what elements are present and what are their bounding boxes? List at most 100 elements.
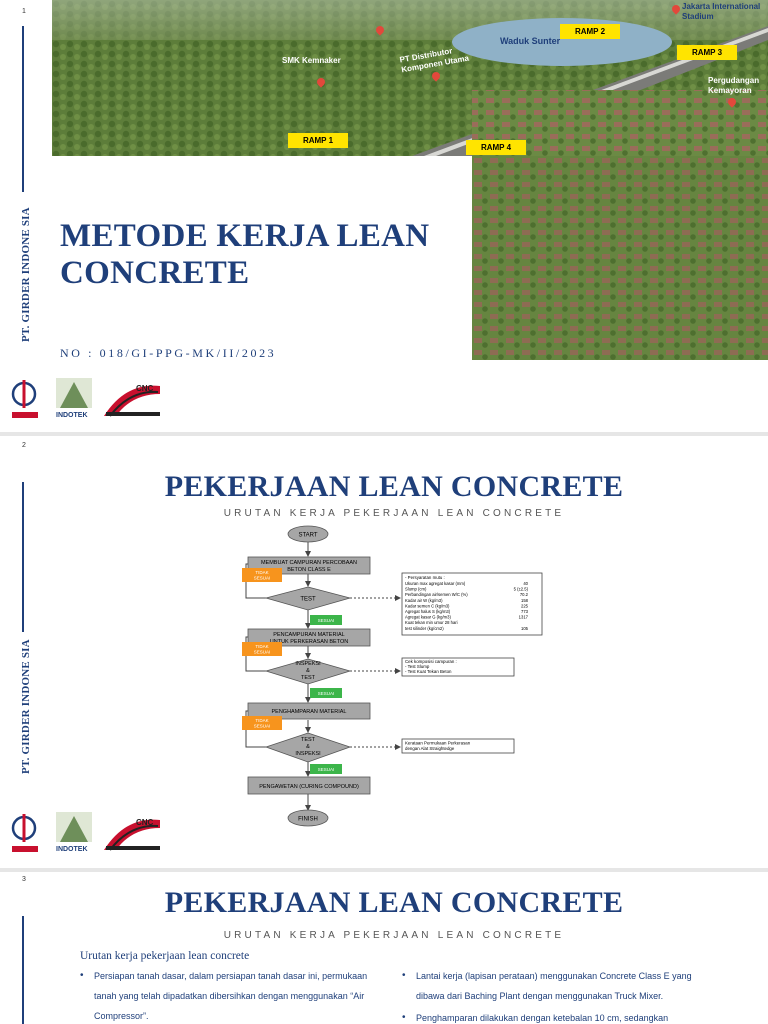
process-spreading-label: PENGHAMPARAN MATERIAL — [272, 709, 347, 715]
slide-separator — [0, 432, 768, 436]
flatness-line: Kerataan Permukaan Perkerasan — [405, 741, 471, 746]
quality-requirements-note — [401, 572, 543, 636]
ok-label: SESUAI — [318, 767, 335, 772]
mix-check-line: - Test Slump — [405, 664, 430, 669]
requirement-label: Kuat tekan min umur 28 hari — [405, 620, 458, 625]
requirement-label: Slump (cm) — [405, 587, 427, 592]
aerial-map-image: Waduk Sunter RAMP 2 RAMP 3 RAMP 1 RAMP 4… — [52, 0, 768, 156]
lake-label: Waduk Sunter — [500, 36, 561, 46]
aerial-map-top-graphic — [52, 0, 768, 156]
finish-label: FINISH — [298, 817, 318, 823]
flatness-line: dengan Alat Straightedge — [405, 746, 455, 751]
requirement-label: test silinder (kg/cm2) — [405, 626, 444, 631]
svg-text:INDOTEK: INDOTEK — [56, 412, 88, 419]
list-item: • Lantai kerja (lapisan perataan) menggu… — [402, 966, 768, 1006]
requirement-label: Kadar air W (kg/m3) — [405, 598, 443, 603]
process-mixing-line2: UNTUK PERKERASAN BETON — [270, 639, 348, 645]
bullet-line: Lantai kerja (lapisan perataan) mengguna… — [416, 971, 692, 981]
not-ok-label: TIDAK — [255, 570, 268, 575]
slide-subtitle: URUTAN KERJA PEKERJAAN LEAN CONCRETE — [223, 508, 565, 519]
slide-number: 3 — [22, 876, 26, 883]
requirement-value: 105 — [521, 626, 529, 631]
not-ok-label: SESUAI — [254, 724, 271, 729]
bullet-line: Penghamparan dilakukan dengan ketebalan … — [416, 1013, 669, 1023]
mix-check-line: Cek komposisi campuran : — [405, 659, 457, 664]
bullet-line: dibawa dari Baching Plant dengan menggun… — [416, 991, 664, 1001]
process-mixing-line1: PENCAMPURAN MATERIAL — [273, 632, 344, 638]
cnc-logo-icon: CNC — [104, 818, 160, 851]
decision-inspection-line1: INSPEKSI — [295, 661, 321, 667]
pergudangan-label: Pergudangan Kemayoran — [708, 76, 760, 95]
decision-inspection-line2: & — [306, 668, 310, 674]
cnc-logo-icon: CNC — [104, 384, 160, 417]
intro-text: Urutan kerja pekerjaan lean concrete — [80, 950, 250, 962]
company-logos: INDOTEK CNC — [8, 810, 178, 856]
decision-test-line2: & — [306, 744, 310, 750]
start-label: START — [298, 533, 317, 539]
indotek-logo-icon: INDOTEK — [54, 378, 94, 419]
slide-separator — [0, 868, 768, 872]
not-ok-label: TIDAK — [255, 644, 268, 649]
vertical-rule-top — [22, 482, 24, 632]
vertical-rule-top — [22, 916, 24, 1024]
requirement-value: 40 — [523, 581, 528, 586]
ramp-1-badge: RAMP 1 — [288, 133, 348, 148]
bullet-icon: • — [402, 1012, 406, 1023]
requirement-label: Perbandingan air/semen W/C (%) — [405, 592, 468, 597]
slide-2: 2 PT. GIRDER INDONE SIA PEKERJAAN LEAN C… — [0, 436, 768, 868]
logo-strip-icon: INDOTEK CNC — [11, 378, 160, 419]
mix-check-line: - Test Kuat Tekan Beton — [405, 669, 452, 674]
company-logos: INDOTEK CNC — [8, 376, 178, 422]
requirement-label: Agregat kasar G (kg/m3) — [405, 615, 451, 620]
ramp-4-badge: RAMP 4 — [466, 140, 526, 155]
bullet-icon: • — [402, 970, 406, 981]
smk-label: SMK Kemnaker — [282, 56, 341, 65]
requirement-value: 225 — [521, 603, 529, 608]
flatness-note — [401, 738, 515, 754]
process-curing-label: PENGAWETAN (CURING COMPOUND) — [259, 784, 359, 790]
process-spreading — [247, 702, 371, 720]
svg-text:CNC: CNC — [136, 384, 154, 393]
vertical-rule-top — [22, 26, 24, 192]
finish-terminal — [287, 809, 329, 827]
ok-tags: SESUAI SESUAI SESUAI — [310, 615, 342, 774]
slide-subtitle: URUTAN KERJA PEKERJAAN LEAN CONCRETE — [223, 930, 565, 941]
document-number: NO : 018/GI-PPG-MK/II/2023 — [60, 346, 277, 360]
girder-indonesia-logo-icon — [11, 380, 38, 418]
ok-label: SESUAI — [318, 618, 335, 623]
aerial-housing-graphic — [472, 156, 768, 360]
svg-text:CNC: CNC — [136, 818, 154, 827]
mix-check-note — [401, 657, 515, 677]
process-trial-mix-line1: MEMBUAT CAMPURAN PERCOBAAN — [261, 560, 357, 566]
bullet-icon: • — [80, 970, 84, 981]
slide-title: PEKERJAAN LEAN CONCRETE — [164, 886, 624, 919]
bullet-line: Compressor”. — [94, 1011, 149, 1021]
process-curing — [247, 776, 371, 795]
requirement-value: 158 — [521, 598, 529, 603]
not-ok-label: SESUAI — [254, 650, 271, 655]
not-ok-label: TIDAK — [255, 718, 268, 723]
process-mixing — [247, 628, 371, 647]
ramp-3-badge: RAMP 3 — [677, 45, 737, 60]
decision-inspection-line3: TEST — [301, 675, 316, 681]
svg-text:INDOTEK: INDOTEK — [56, 846, 88, 853]
requirement-value: 773 — [521, 609, 529, 614]
requirement-label: Agregat halus S (kg/m3) — [405, 609, 451, 614]
requirement-label: Kadar semen C (kg/m3) — [405, 603, 450, 608]
decision-test-line3: INSPEKSI — [295, 751, 321, 757]
indotek-logo-icon: INDOTEK — [54, 812, 94, 853]
girder-indonesia-logo-icon — [11, 814, 38, 852]
requirement-value: 1317 — [519, 615, 529, 620]
company-vertical-label: PT. GIRDER INDONE SIA — [20, 207, 32, 342]
slide-title: PEKERJAAN LEAN CONCRETE — [164, 470, 624, 503]
ok-label: SESUAI — [318, 691, 335, 696]
decision-test-line1: TEST — [301, 737, 316, 743]
aerial-housing-image — [472, 156, 768, 360]
slide-number: 1 — [22, 8, 26, 15]
decision-test — [264, 586, 352, 611]
quality-requirements-title: - Persyaratan mutu : — [405, 575, 445, 580]
decision-test-inspection — [264, 732, 352, 763]
bullet-line: tanah yang telah dipadatkan dibersihkan … — [94, 991, 365, 1001]
list-item: • Persiapan tanah dasar, dalam persiapan… — [80, 966, 404, 1024]
